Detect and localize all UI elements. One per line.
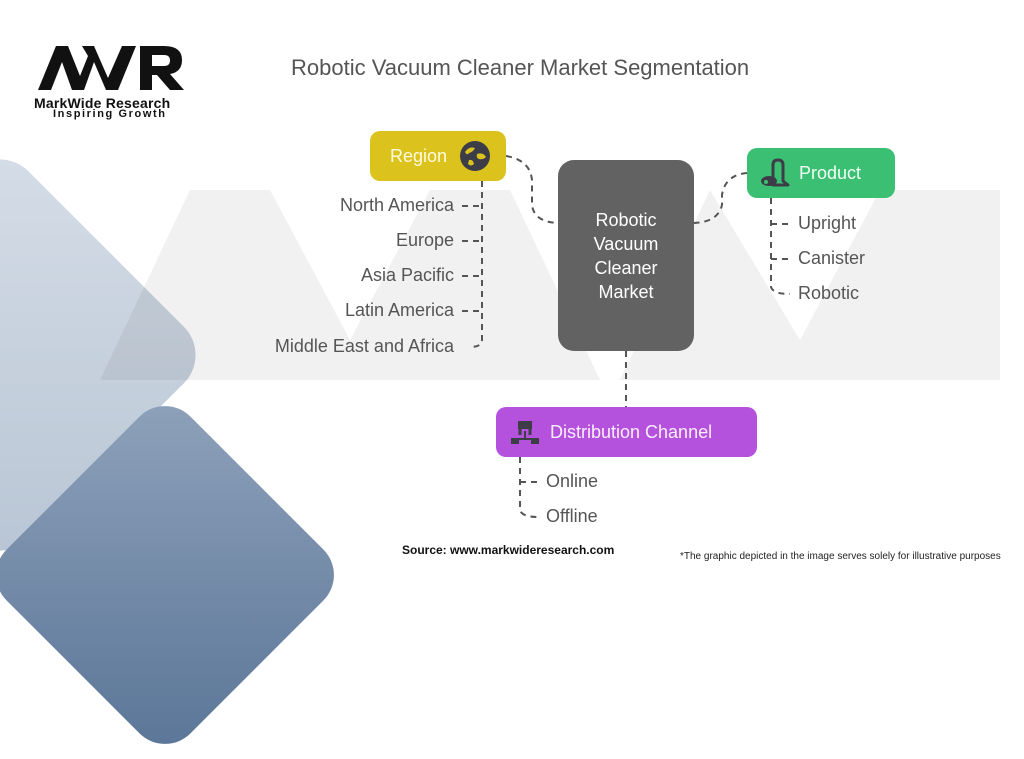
center-line: Cleaner (594, 257, 658, 278)
connector-lines (462, 155, 791, 518)
center-line: Vacuum (593, 233, 659, 254)
region-item: Latin America (344, 300, 454, 320)
region-item: Asia Pacific (360, 265, 454, 285)
product-item: Robotic (798, 283, 860, 303)
segment-node-region: Region (370, 131, 506, 181)
center-node-market: Robotic Vacuum Cleaner Market (558, 160, 694, 351)
watermark-logo (100, 190, 1000, 380)
product-item: Canister (798, 248, 866, 268)
region-item: Middle East and Africa (274, 336, 454, 356)
connector-region-trunk (469, 181, 483, 348)
segment-node-distribution: Distribution Channel (496, 407, 757, 457)
connector-product-trunk (770, 198, 791, 295)
region-item: North America (339, 195, 454, 215)
source-text: Source: www.markwideresearch.com (402, 543, 615, 557)
center-line: Robotic (595, 209, 657, 230)
mwr-logo-icon (38, 46, 184, 90)
page-title: Robotic Vacuum Cleaner Market Segmentati… (291, 55, 750, 80)
region-item: Europe (395, 230, 454, 250)
segment-label-region: Region (390, 145, 448, 166)
product-item: Upright (798, 213, 857, 233)
connector-product-center (693, 172, 748, 224)
segment-node-product: Product (747, 148, 895, 198)
brand-tagline: Inspiring Growth (53, 108, 167, 120)
center-line: Market (598, 281, 654, 302)
connector-distribution-trunk (519, 457, 539, 518)
brand-name: MarkWide Research (34, 95, 171, 111)
segment-label-product: Product (799, 162, 862, 183)
distribution-item: Online (546, 471, 599, 491)
globe-icon (460, 141, 491, 171)
disclaimer-text: *The graphic depicted in the image serve… (680, 551, 1001, 562)
segment-label-distribution: Distribution Channel (550, 421, 713, 442)
vacuum-cleaner-icon (761, 158, 790, 187)
connector-region-center (505, 155, 559, 224)
network-icon (511, 421, 539, 444)
distribution-item: Offline (546, 506, 598, 526)
